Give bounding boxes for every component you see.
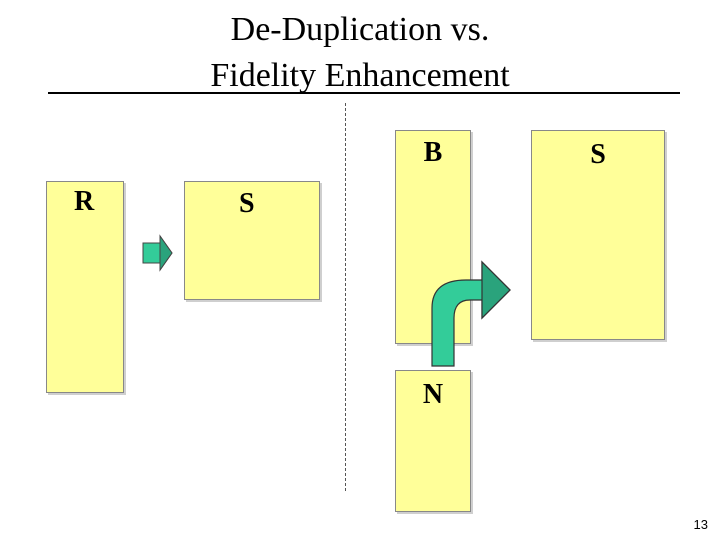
slide-title-line2: Fidelity Enhancement (210, 57, 510, 94)
box-s-right-label: S (590, 139, 606, 170)
curved-up-right-arrow-icon (431, 260, 511, 367)
right-arrow-icon (142, 234, 173, 272)
box-r: R (46, 181, 124, 393)
box-s-left-label: S (239, 188, 255, 219)
box-n-label: N (422, 379, 444, 410)
title-underline (48, 92, 680, 94)
box-b-label: B (423, 137, 443, 168)
slide-title-line1: De-Duplication vs. (230, 11, 490, 48)
box-n: N (395, 370, 471, 512)
box-r-label: R (74, 186, 95, 217)
page-number: 13 (693, 517, 708, 532)
dashed-divider (345, 103, 346, 491)
box-s-left: S (184, 181, 320, 300)
box-s-right: S (531, 130, 665, 340)
